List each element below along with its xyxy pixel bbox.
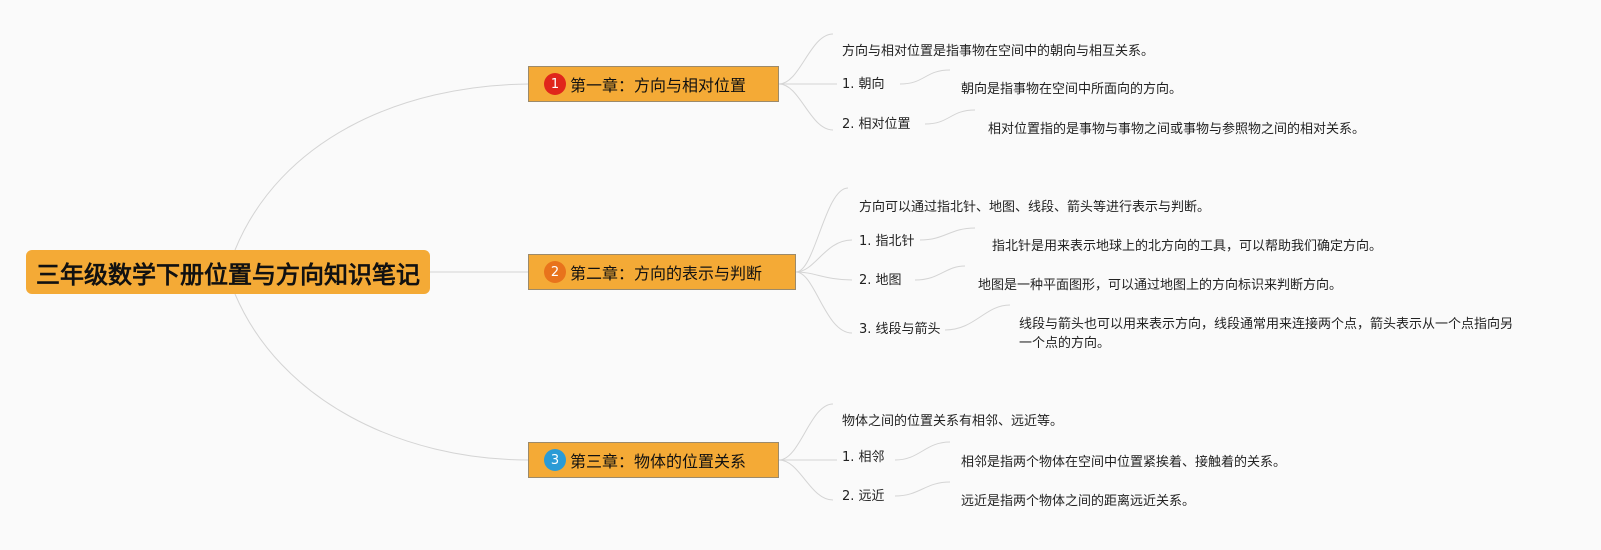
chapter-1-item-1-label[interactable]: 1. 朝向 <box>842 77 885 92</box>
chapter-1-summary[interactable]: 方向与相对位置是指事物在空间中的朝向与相互关系。 <box>842 44 1155 59</box>
chapter-3-summary[interactable]: 物体之间的位置关系有相邻、远近等。 <box>842 414 1064 429</box>
chapter-2-item-2-label[interactable]: 2. 地图 <box>859 273 902 288</box>
chapter-3-number-badge: 3 <box>544 449 566 471</box>
link-ch2-item2 <box>795 271 853 281</box>
chapter-1-number: 1 <box>550 76 560 92</box>
chapter-2-item-2-detail[interactable]: 地图是一种平面图形，可以通过地图上的方向标识来判断方向。 <box>978 278 1343 293</box>
chapter-1-number-badge: 1 <box>544 73 566 95</box>
link-ch2-item3 <box>795 271 853 334</box>
chapter-3-item-1-label[interactable]: 1. 相邻 <box>842 450 885 465</box>
root-topic[interactable]: 三年级数学下册位置与方向知识笔记 <box>26 250 430 294</box>
link-ch2-item2-detail <box>914 265 966 281</box>
link-ch2-summary <box>795 187 849 273</box>
chapter-3-node[interactable]: 3 第三章：物体的位置关系 <box>528 442 779 478</box>
link-root-ch3 <box>234 293 530 461</box>
link-ch3-summary <box>778 403 834 461</box>
link-ch3-item1-detail <box>894 441 951 461</box>
chapter-3-number: 3 <box>550 452 560 468</box>
chapter-2-number-badge: 2 <box>544 261 566 283</box>
link-ch2-item3-detail <box>944 304 1011 331</box>
link-ch2-item1 <box>795 239 853 273</box>
chapter-1-item-2-detail[interactable]: 相对位置指的是事物与事物之间或事物与参照物之间的相对关系。 <box>988 122 1366 137</box>
link-ch1-item2-detail <box>924 109 976 125</box>
chapter-2-item-1-detail[interactable]: 指北针是用来表示地球上的北方向的工具，可以帮助我们确定方向。 <box>992 239 1383 254</box>
link-ch1-item2 <box>778 83 834 131</box>
chapter-2-summary[interactable]: 方向可以通过指北针、地图、线段、箭头等进行表示与判断。 <box>859 200 1211 215</box>
link-ch1-summary <box>778 33 834 85</box>
chapter-2-item-1-label[interactable]: 1. 指北针 <box>859 234 915 249</box>
chapter-1-title: 第一章：方向与相对位置 <box>570 76 747 95</box>
root-title: 三年级数学下册位置与方向知识笔记 <box>36 260 420 289</box>
chapter-3-item-1-detail[interactable]: 相邻是指两个物体在空间中位置紧挨着、接触着的关系。 <box>961 455 1287 470</box>
chapter-3-item-2-detail[interactable]: 远近是指两个物体之间的距离远近关系。 <box>961 494 1196 509</box>
link-ch1-item1-detail <box>899 69 951 85</box>
chapter-2-item-3-label[interactable]: 3. 线段与箭头 <box>859 322 941 337</box>
chapter-1-item-1-detail[interactable]: 朝向是指事物在空间中所面向的方向。 <box>961 82 1183 97</box>
link-root-ch1 <box>234 83 530 251</box>
chapter-3-item-2-label[interactable]: 2. 远近 <box>842 489 885 504</box>
link-ch3-item2-detail <box>894 481 951 497</box>
chapter-2-node[interactable]: 2 第二章：方向的表示与判断 <box>528 254 796 290</box>
chapter-1-node[interactable]: 1 第一章：方向与相对位置 <box>528 66 779 102</box>
chapter-2-number: 2 <box>550 264 560 280</box>
chapter-2-item-3-detail[interactable]: 线段与箭头也可以用来表示方向，线段通常用来连接两个点，箭头表示从一个点指向另一个… <box>1019 317 1514 351</box>
link-ch2-item1-detail <box>919 227 976 241</box>
chapter-3-title: 第三章：物体的位置关系 <box>570 452 747 471</box>
chapter-2-title: 第二章：方向的表示与判断 <box>570 264 763 283</box>
chapter-1-item-2-label[interactable]: 2. 相对位置 <box>842 117 911 132</box>
link-ch3-item2 <box>778 459 834 501</box>
